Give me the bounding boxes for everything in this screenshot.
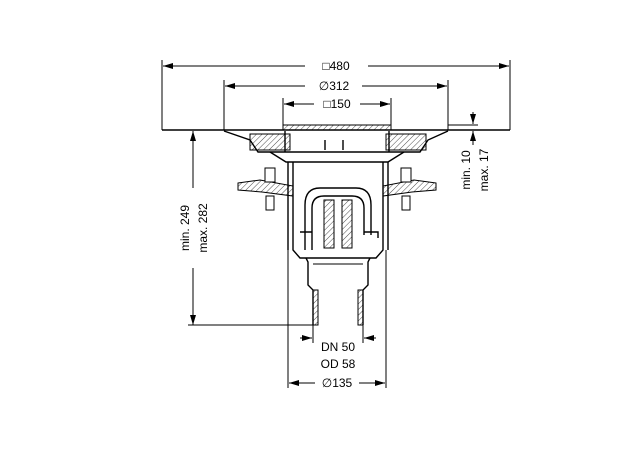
body-diameter-label: ∅135 [322,376,353,390]
dimension-outlet: DN 50 OD 58 [300,325,376,371]
drain-body [223,124,449,326]
grate-width-label: □150 [323,97,351,111]
dimension-body-diameter: ∅135 [287,250,387,390]
flange-diameter-label: ∅312 [319,79,350,93]
dimension-height: min. 249 max. 282 [178,131,313,326]
height-max-label: max. 282 [196,203,210,253]
outlet-od-label: OD 58 [321,357,356,371]
dimension-cover-thickness: min. 10 max. 17 [448,112,491,191]
height-min-label: min. 249 [178,205,192,251]
dimension-plate-width: □480 [161,59,511,130]
dimension-flange-diameter: ∅312 [223,79,449,130]
cover-min-label: min. 10 [459,150,473,190]
cover-max-label: max. 17 [477,148,491,191]
plate-width-label: □480 [322,59,350,73]
dimension-grate-width: □150 [282,97,392,128]
outlet-dn-label: DN 50 [321,340,355,354]
